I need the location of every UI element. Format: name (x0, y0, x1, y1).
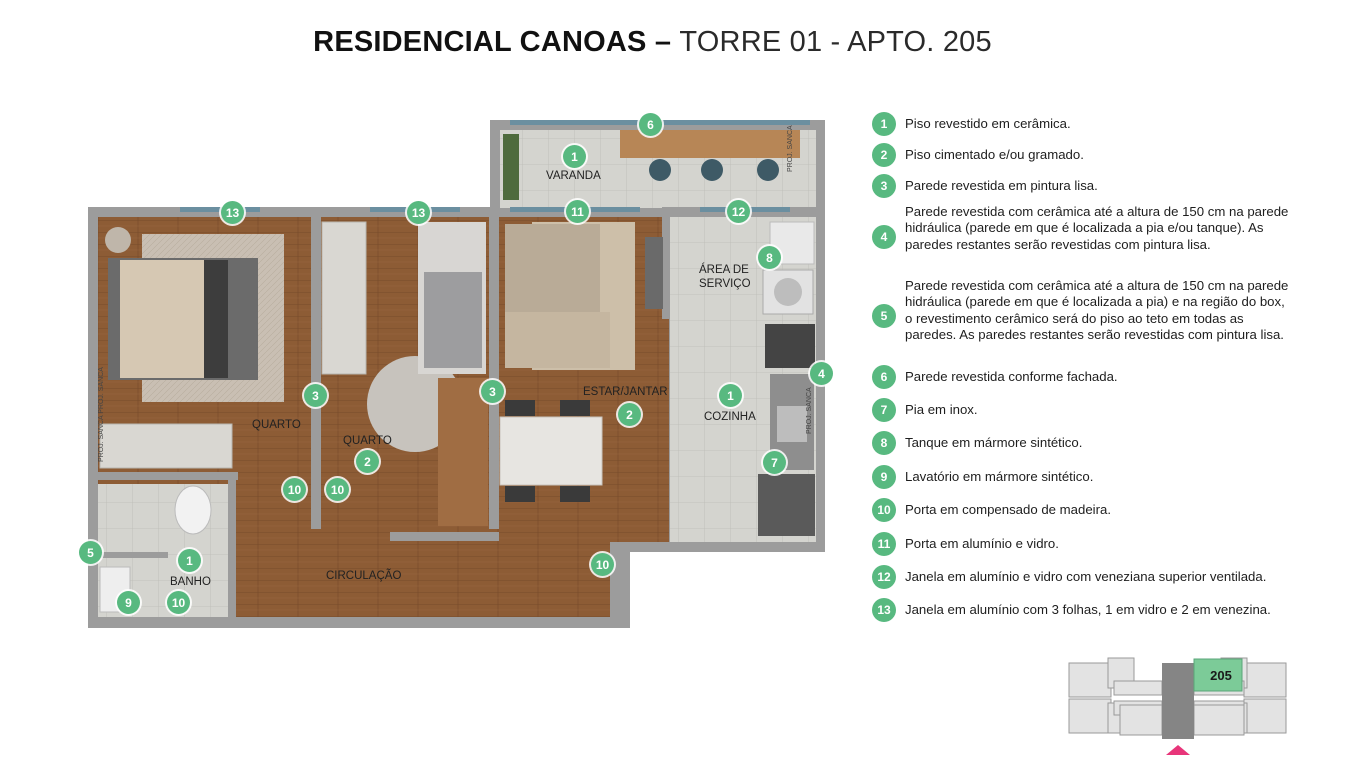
marker-7: 7 (763, 451, 786, 474)
room-label-circulacao: CIRCULAÇÃO (326, 570, 402, 582)
room-label-quarto-2: QUARTO (343, 435, 392, 447)
room-label-area-servico-2: SERVIÇO (699, 278, 751, 290)
marker-1-varanda: 1 (563, 145, 586, 168)
legend-number: 3 (872, 174, 896, 198)
floor-plan: VARANDA ÁREA DE SERVIÇO QUARTO QUARTO ES… (79, 112, 840, 637)
marker-1-banho: 1 (178, 549, 201, 572)
marker-5: 5 (79, 541, 102, 564)
marker-13-quarto-2: 13 (407, 201, 430, 224)
marker-2-estar: 2 (618, 403, 641, 426)
room-label-estar-jantar: ESTAR/JANTAR (583, 386, 668, 398)
marker-2-quarto: 2 (356, 450, 379, 473)
marker-10-banho: 10 (167, 591, 190, 614)
legend-text: Parede revestida em pintura lisa. (905, 178, 1098, 193)
key-plan (1068, 657, 1287, 755)
legend-text: Piso cimentado e/ou gramado. (905, 147, 1084, 162)
legend-number: 5 (872, 304, 896, 328)
wall-note-sanca-cozinha: PROJ. SANCA (806, 387, 813, 434)
legend-number: 10 (872, 498, 896, 522)
legend-text: Pia em inox. (905, 402, 978, 417)
legend-number: 2 (872, 143, 896, 167)
legend-number: 4 (872, 225, 896, 249)
legend-number: 13 (872, 598, 896, 622)
legend-text: Parede revestida com cerâmica até a altu… (905, 204, 1289, 252)
legend-text: Tanque em mármore sintético. (905, 435, 1083, 450)
marker-4: 4 (810, 362, 833, 385)
legend-text: Janela em alumínio e vidro com veneziana… (905, 569, 1267, 584)
legend-text: Parede revestida com cerâmica até a altu… (905, 278, 1289, 342)
wall-note-sanca-varanda: PROJ. SANCA (787, 125, 794, 172)
legend-number: 11 (872, 532, 896, 556)
legend-number: 6 (872, 365, 896, 389)
marker-11: 11 (566, 200, 589, 223)
marker-1-cozinha: 1 (719, 384, 742, 407)
marker-10-quarto-2: 10 (326, 478, 349, 501)
title-light: TORRE 01 - APTO. 205 (679, 26, 992, 58)
legend-text: Lavatório em mármore sintético. (905, 469, 1094, 484)
room-label-cozinha: COZINHA (704, 411, 756, 423)
marker-13-quarto-1: 13 (221, 201, 244, 224)
title-bold: RESIDENCIAL CANOAS (313, 26, 647, 58)
legend-number: 1 (872, 112, 896, 136)
room-label-quarto-1: QUARTO (252, 419, 301, 431)
legend-text: Porta em alumínio e vidro. (905, 536, 1059, 551)
room-label-banho: BANHO (170, 576, 211, 588)
marker-3-estar: 3 (481, 380, 504, 403)
marker-12: 12 (727, 200, 750, 223)
room-label-area-servico-1: ÁREA DE (699, 264, 749, 276)
legend-text: Porta em compensado de madeira. (905, 502, 1111, 517)
floor-plan-drawing (88, 120, 825, 628)
room-label-varanda: VARANDA (546, 170, 601, 182)
marker-8: 8 (758, 246, 781, 269)
page-title: RESIDENCIAL CANOAS – TORRE 01 - APTO. 20… (0, 26, 1305, 59)
legend-number: 12 (872, 565, 896, 589)
legend-text: Janela em alumínio com 3 folhas, 1 em vi… (905, 602, 1271, 617)
legend-number: 8 (872, 431, 896, 455)
key-plan-apartment-label: 205 (1210, 668, 1232, 683)
marker-10-quarto-1: 10 (283, 478, 306, 501)
legend-text: Parede revestida conforme fachada. (905, 369, 1118, 384)
legend-number: 7 (872, 398, 896, 422)
marker-10-circulacao: 10 (591, 553, 614, 576)
wall-note-sanca-quarto: PROJ. SANCA PROJ. SANCA (98, 367, 105, 462)
title-dash: – (646, 26, 680, 58)
marker-6: 6 (639, 113, 662, 136)
legend-number: 9 (872, 465, 896, 489)
marker-9: 9 (117, 591, 140, 614)
marker-3-quarto: 3 (304, 384, 327, 407)
legend-text: Piso revestido em cerâmica. (905, 116, 1071, 131)
